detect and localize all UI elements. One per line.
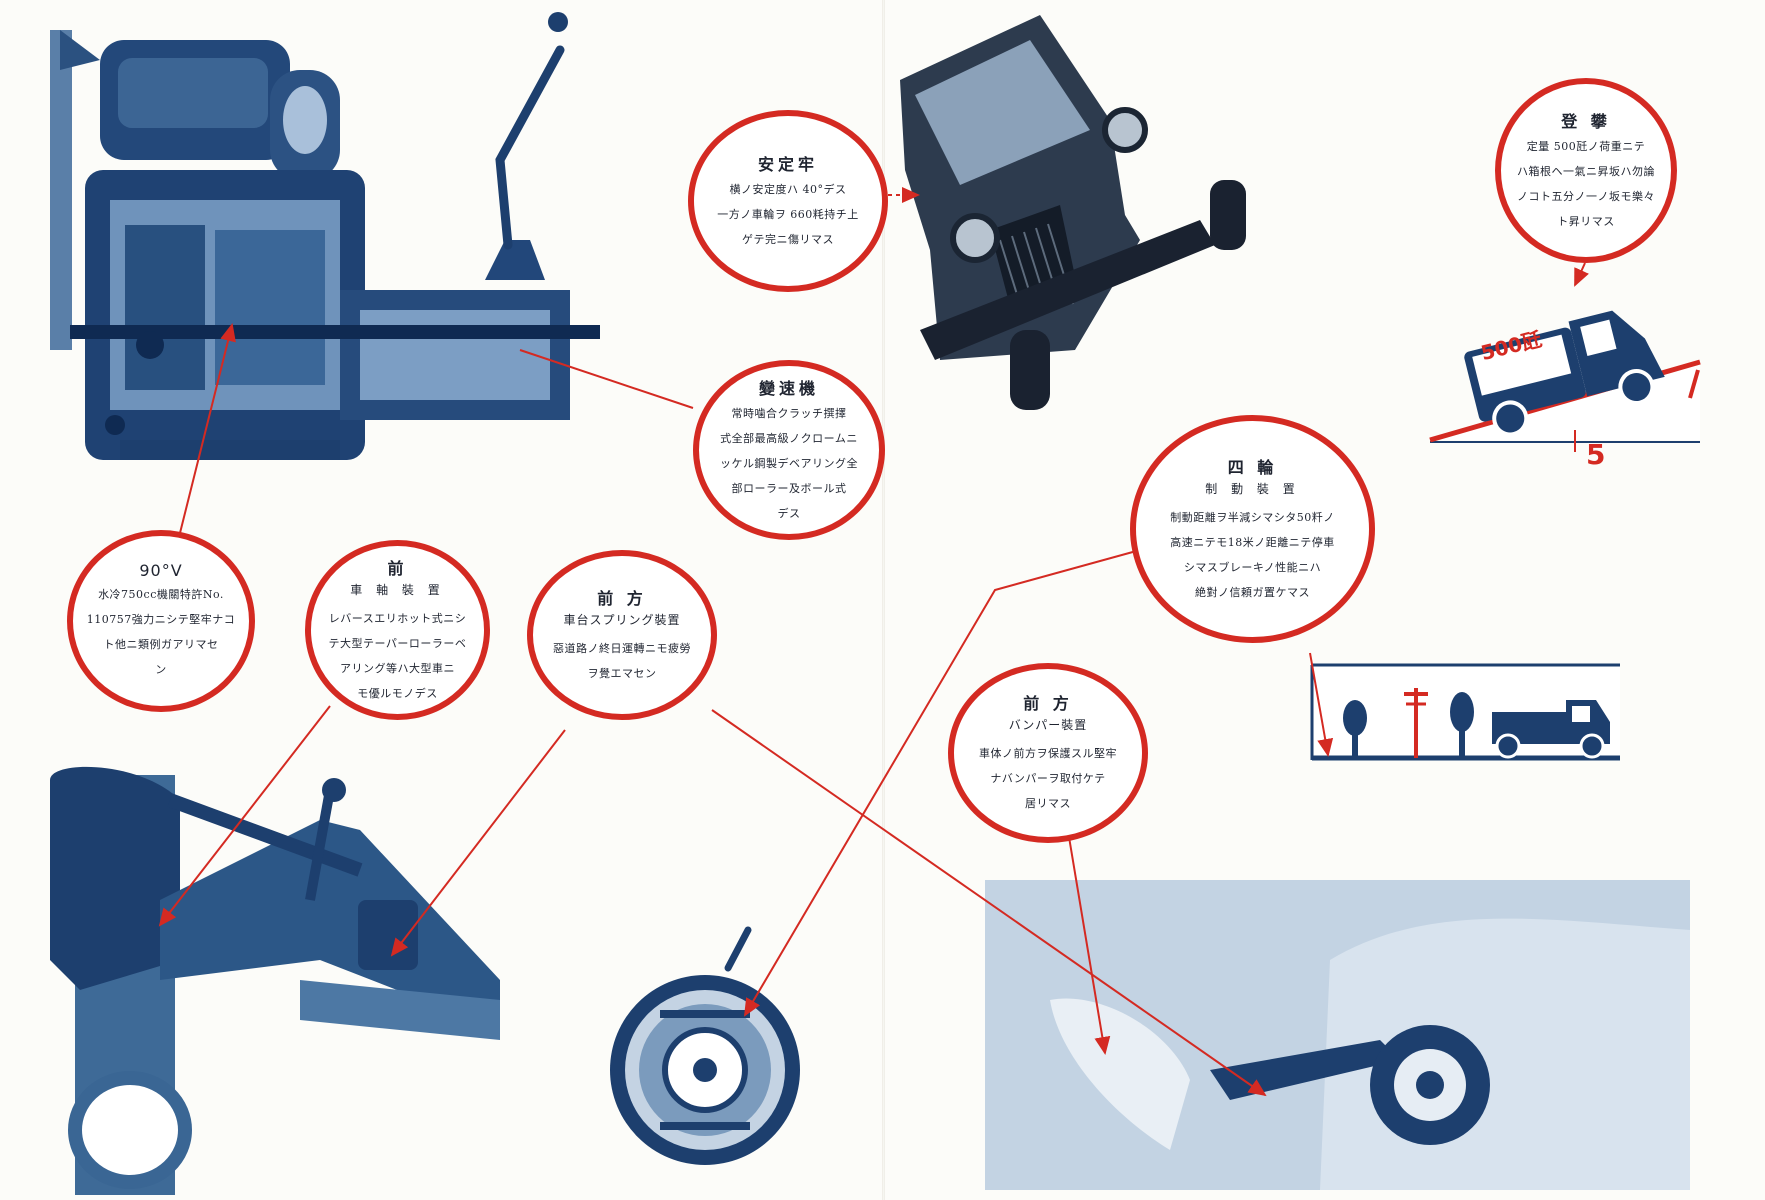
front-axle-callout: 前 車 軸 裝 置 レバースエリホット式ニシ テ大型テーパーローラーベ アリング…: [305, 540, 490, 720]
engine-line-2: 110757強力ニシテ堅牢ナコ: [86, 612, 236, 626]
bumper-line-2: ナバンパーヲ取付ケテ: [990, 772, 1106, 785]
front-axle-illustration: [50, 766, 500, 1195]
bumper-callout: 前 方 バンパー裝置 車体ノ前方ヲ保護スル堅牢 ナバンパーヲ取付ケテ 居リマス: [948, 663, 1148, 843]
engine-line-4: ン: [155, 662, 167, 676]
engine-title: 90°V: [139, 560, 183, 580]
brakes-line-2: 高速ニテモ18米ノ距離ニテ停車: [1170, 535, 1335, 549]
stability-title: 安定牢: [757, 154, 818, 174]
stability-line-2: 一方ノ車輪ヲ 660粍持チ上: [717, 207, 859, 221]
climbing-line-1: 定量 500瓩ノ荷重ニテ: [1526, 139, 1646, 153]
climbing-callout: 登 攀 定量 500瓩ノ荷重ニテ ハ箱根ヘ一氣ニ昇坂ハ勿論 ノコト五分ノ一ノ坂モ…: [1495, 78, 1677, 263]
truck-front-illustration: [900, 15, 1246, 410]
brakes-line-4: 絶對ノ信頼ガ置ケマス: [1195, 585, 1310, 599]
transmission-line-1: 常時噛合クラッチ撰擇: [731, 406, 847, 420]
brake-drum-illustration: [610, 926, 800, 1165]
transmission-title: 變速機: [758, 378, 819, 398]
front-spring-line-1: 惡道路ノ終日運轉ニモ疲勞: [553, 641, 691, 655]
engine-callout: 90°V 水冷750cc機關特許No. 110757強力ニシテ堅牢ナコ ト他ニ類…: [67, 530, 255, 712]
climbing-truck-illustration: [1429, 310, 1701, 452]
front-axle-line-4: モ優ルモノデス: [357, 686, 438, 700]
front-axle-line-1: レバースエリホット式ニシ: [328, 611, 467, 625]
engine-line-1: 水冷750cc機關特許No.: [98, 587, 224, 601]
front-spring-callout: 前 方 車台スプリング裝置 惡道路ノ終日運轉ニモ疲勞 ヲ覺エマセン: [527, 550, 717, 720]
stability-line-1: 横ノ安定度ハ 40°デス: [729, 182, 847, 196]
engine-transmission-illustration: [50, 12, 600, 460]
climbing-line-4: ト昇リマス: [1557, 214, 1615, 228]
bumper-title: 前 方: [1023, 694, 1073, 713]
front-axle-title: 前: [387, 558, 408, 578]
brakes-line-3: シマスブレーキノ性能ニハ: [1183, 560, 1322, 574]
transmission-line-3: ッケル鋼製デベアリング全: [720, 456, 858, 470]
front-axle-subtitle: 車 軸 裝 置: [350, 582, 445, 597]
front-axle-line-2: テ大型テーパーローラーベ: [328, 636, 467, 650]
climbing-line-2: ハ箱根ヘ一氣ニ昇坂ハ勿論: [1517, 164, 1655, 178]
center-fold: [882, 0, 885, 1200]
bumper-line-1: 車体ノ前方ヲ保護スル堅牢: [979, 747, 1117, 760]
front-spring-line-2: ヲ覺エマセン: [587, 666, 657, 680]
bumper-subtitle: バンパー裝置: [1008, 718, 1088, 732]
front-spring-subtitle: 車台スプリング裝置: [563, 612, 681, 627]
stability-callout: 安定牢 横ノ安定度ハ 40°デス 一方ノ車輪ヲ 660粍持チ上 ゲテ完ニ傷リマス: [688, 110, 888, 292]
braking-distance-diagram: [1310, 663, 1620, 761]
engine-line-3: ト他ニ類例ガアリマセ: [103, 637, 219, 651]
front-axle-line-3: アリング等ハ大型車ニ: [340, 661, 455, 675]
brakes-title: 四 輪: [1227, 457, 1278, 477]
leader-lines: [158, 187, 1589, 1097]
front-spring-title: 前 方: [597, 588, 647, 608]
climbing-line-3: ノコト五分ノ一ノ坂モ樂々: [1517, 189, 1655, 203]
transmission-line-2: 式全部最高級ノクロームニ: [720, 431, 858, 445]
climbing-title: 登 攀: [1561, 111, 1611, 131]
brakes-subtitle: 制 動 裝 置: [1205, 481, 1300, 496]
bumper-axle-photo: [985, 880, 1690, 1190]
transmission-callout: 變速機 常時噛合クラッチ撰擇 式全部最高級ノクロームニ ッケル鋼製デベアリング全…: [693, 360, 885, 540]
slope-ratio-label: 5: [1586, 438, 1606, 471]
brakes-callout: 四 輪 制 動 裝 置 制動距離ヲ半減シマシタ50粁ノ 高速ニテモ18米ノ距離ニ…: [1130, 415, 1375, 643]
transmission-line-4: 部ローラー及ボール式: [731, 481, 847, 495]
brakes-line-1: 制動距離ヲ半減シマシタ50粁ノ: [1170, 510, 1335, 524]
bumper-line-3: 居リマス: [1025, 797, 1071, 810]
transmission-line-5: デス: [777, 506, 801, 520]
stability-line-3: ゲテ完ニ傷リマス: [742, 232, 834, 246]
